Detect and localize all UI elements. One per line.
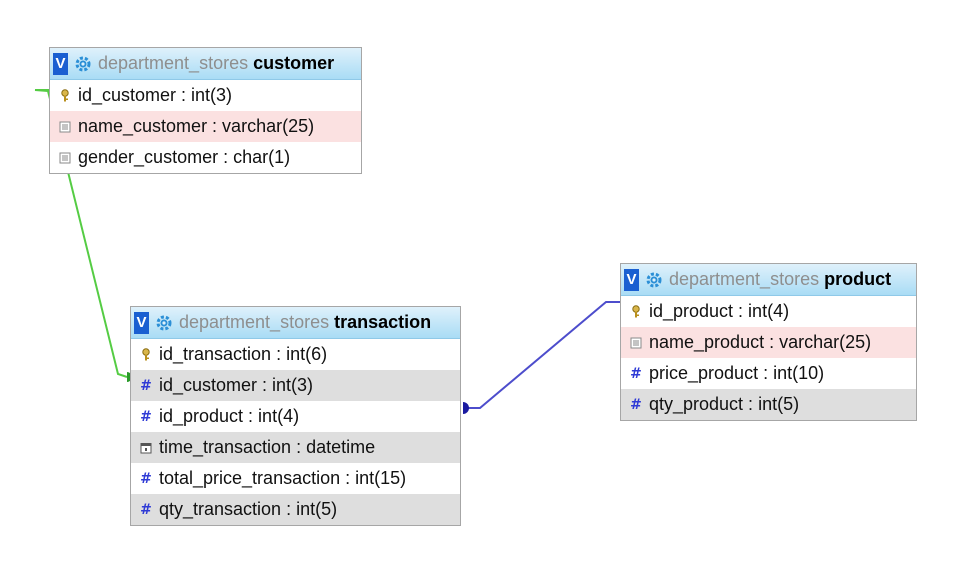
numeric-field-icon: # (140, 377, 152, 394)
column-definition: name_customer : varchar(25) (78, 116, 315, 136)
table-name: customer (253, 53, 335, 73)
numeric-field-icon: # (140, 501, 152, 518)
database-name: department_stores (669, 269, 820, 289)
numeric-field-icon: # (630, 396, 642, 413)
column-row[interactable]: id_transaction : int(6) (131, 339, 460, 370)
column-row[interactable]: id_product : int(4) (621, 296, 916, 327)
numeric-field-icon: # (140, 408, 152, 425)
table-name: transaction (334, 312, 432, 332)
column-definition: id_transaction : int(6) (159, 344, 328, 364)
database-name: department_stores (179, 312, 330, 332)
text-field-icon (58, 120, 72, 134)
column-row[interactable]: # id_product : int(4) (131, 401, 460, 432)
column-row[interactable]: # total_price_transaction : int(15) (131, 463, 460, 494)
numeric-field-icon: # (630, 365, 642, 382)
column-definition: id_product : int(4) (159, 406, 300, 426)
toggle-collapse-button[interactable]: V (134, 311, 149, 334)
table-header[interactable]: V department_stores transaction (131, 307, 460, 339)
column-definition: total_price_transaction : int(15) (159, 468, 407, 488)
column-row[interactable]: name_customer : varchar(25) (50, 111, 361, 142)
column-definition: time_transaction : datetime (159, 437, 376, 457)
table-header[interactable]: V department_stores customer (50, 48, 361, 80)
column-row[interactable]: # qty_transaction : int(5) (131, 494, 460, 525)
table-transaction[interactable]: V department_stores transaction id_trans… (130, 306, 461, 526)
primary-key-icon (629, 304, 643, 319)
column-row[interactable]: # price_product : int(10) (621, 358, 916, 389)
column-definition: id_customer : int(3) (78, 85, 233, 105)
table-customer[interactable]: V department_stores customer id_customer… (49, 47, 362, 174)
primary-key-icon (139, 347, 153, 362)
column-definition: gender_customer : char(1) (78, 147, 291, 167)
column-definition: id_customer : int(3) (159, 375, 314, 395)
toggle-collapse-button[interactable]: V (53, 52, 68, 75)
table-name: product (824, 269, 892, 289)
column-row[interactable]: time_transaction : datetime (131, 432, 460, 463)
gear-icon[interactable] (644, 270, 664, 290)
column-definition: name_product : varchar(25) (649, 332, 872, 352)
column-definition: qty_transaction : int(5) (159, 499, 338, 519)
column-definition: price_product : int(10) (649, 363, 825, 383)
column-definition: qty_product : int(5) (649, 394, 800, 414)
gear-icon[interactable] (73, 54, 93, 74)
database-name: department_stores (98, 53, 249, 73)
relation-product-transaction (463, 301, 620, 409)
table-product[interactable]: V department_stores product id_product :… (620, 263, 917, 421)
column-row[interactable]: id_customer : int(3) (50, 80, 361, 111)
column-row[interactable]: gender_customer : char(1) (50, 142, 361, 173)
text-field-icon (58, 151, 72, 165)
primary-key-icon (58, 88, 72, 103)
table-header[interactable]: V department_stores product (621, 264, 916, 296)
numeric-field-icon: # (140, 470, 152, 487)
column-row[interactable]: # qty_product : int(5) (621, 389, 916, 420)
toggle-collapse-button[interactable]: V (624, 268, 639, 291)
gear-icon[interactable] (154, 313, 174, 333)
text-field-icon (629, 336, 643, 350)
relation-end-marker (463, 402, 469, 414)
column-definition: id_product : int(4) (649, 301, 790, 321)
column-row[interactable]: name_product : varchar(25) (621, 327, 916, 358)
column-row[interactable]: # id_customer : int(3) (131, 370, 460, 401)
datetime-field-icon (139, 441, 153, 455)
